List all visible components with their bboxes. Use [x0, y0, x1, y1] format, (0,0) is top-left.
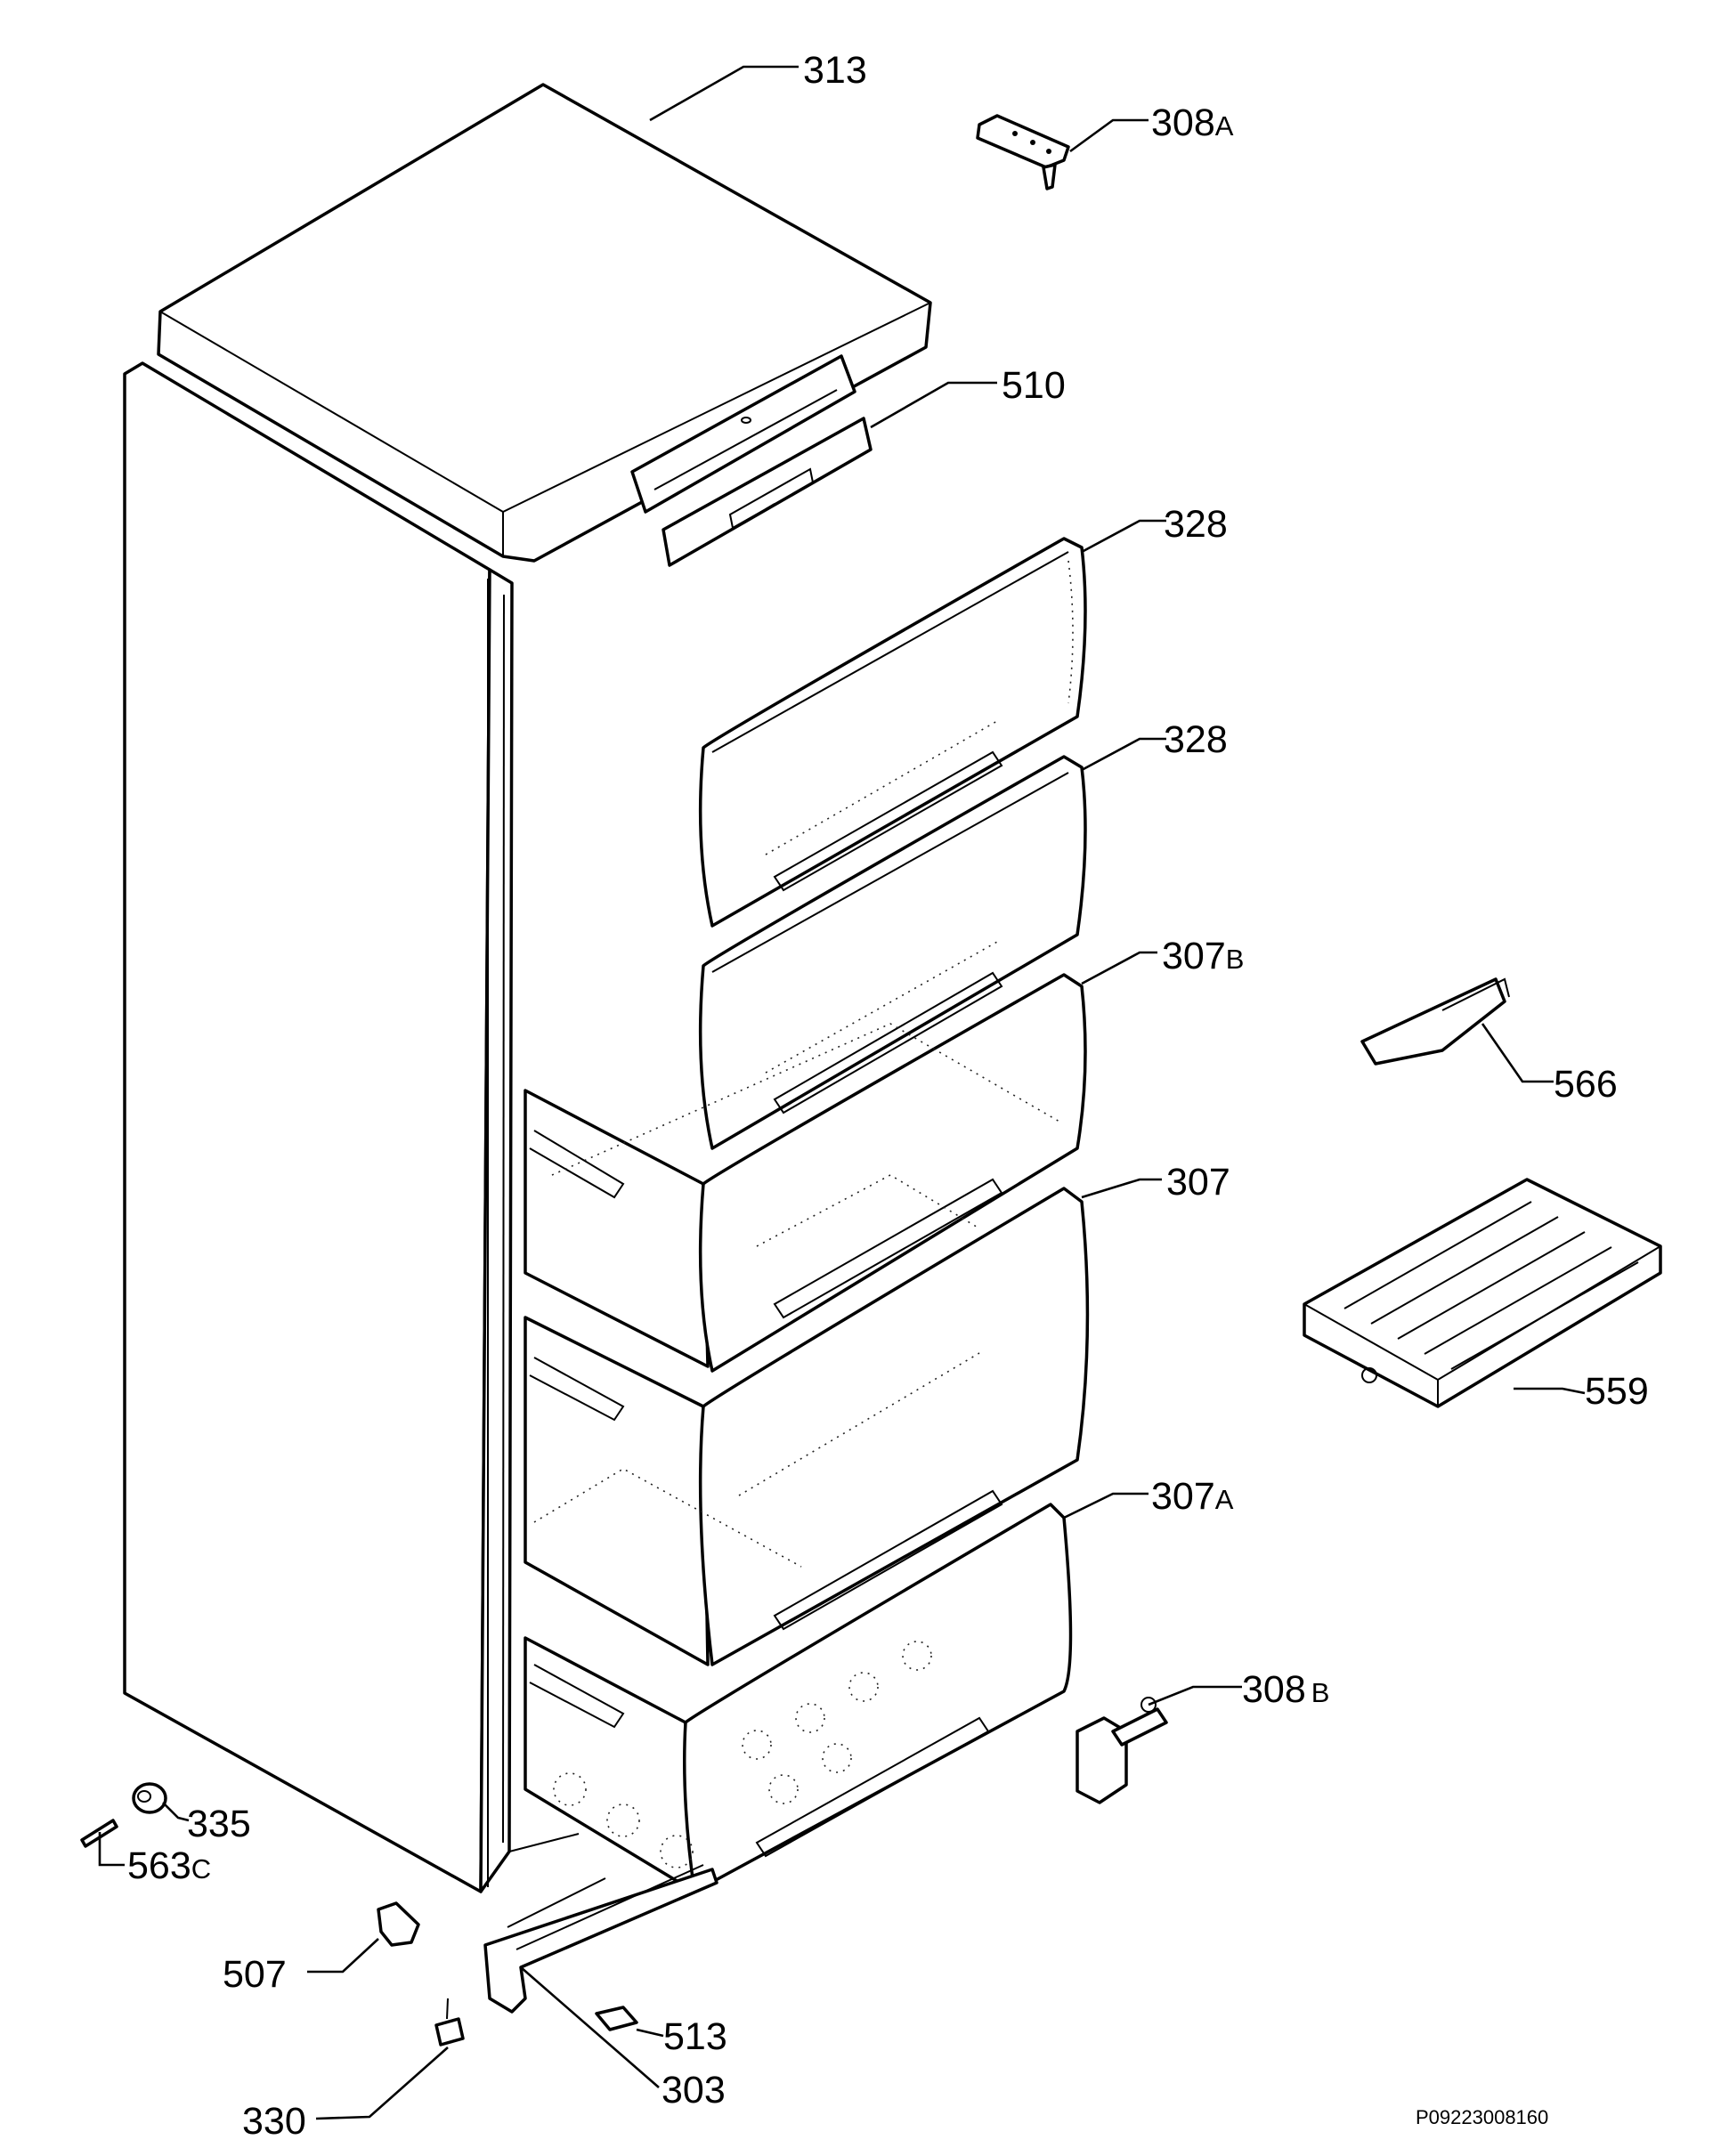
- label-328-upper: 328: [1164, 503, 1228, 546]
- foot-part: [132, 1782, 167, 1814]
- label-510: 510: [1002, 364, 1066, 407]
- label-559: 559: [1585, 1370, 1649, 1413]
- label-307a: 307A: [1151, 1475, 1234, 1518]
- flap-328-lower: [698, 755, 1087, 1150]
- cabinet-body: [123, 361, 580, 1893]
- scraper-part: [1360, 977, 1510, 1066]
- kick-plate-part: [483, 1864, 718, 2014]
- bottom-hinge-part: [1076, 1697, 1168, 1804]
- top-hinge-part: [976, 114, 1070, 190]
- label-307b: 307B: [1162, 935, 1244, 977]
- drawer-307a: [524, 1503, 1073, 1893]
- adjustable-foot-part: [434, 1998, 465, 2047]
- label-330: 330: [242, 2100, 306, 2143]
- label-328-lower: 328: [1164, 718, 1228, 761]
- label-303: 303: [662, 2069, 726, 2111]
- label-563c: 563C: [127, 1844, 211, 1887]
- cap-part: [595, 2006, 638, 2031]
- reference-code: P09223008160: [1416, 2106, 1548, 2128]
- label-308a: 308A: [1151, 101, 1234, 144]
- label-513: 513: [663, 2015, 727, 2058]
- leader-lines: [98, 65, 1586, 2120]
- control-panel-part: [662, 417, 873, 567]
- top-cover-part: [157, 83, 932, 563]
- flap-328-upper: [698, 537, 1087, 928]
- label-566: 566: [1554, 1063, 1618, 1106]
- label-307: 307: [1166, 1161, 1230, 1204]
- drawer-307: [524, 1187, 1090, 1666]
- label-507: 507: [223, 1953, 287, 1996]
- callout-labels: 313 308A 510 328 328 307B 566 307 559 30…: [127, 49, 1649, 2143]
- drawer-307b: [524, 973, 1087, 1373]
- clip-part: [377, 1901, 420, 1947]
- label-313: 313: [803, 49, 867, 92]
- label-335: 335: [187, 1803, 251, 1845]
- ice-tray-part: [1303, 1178, 1662, 1408]
